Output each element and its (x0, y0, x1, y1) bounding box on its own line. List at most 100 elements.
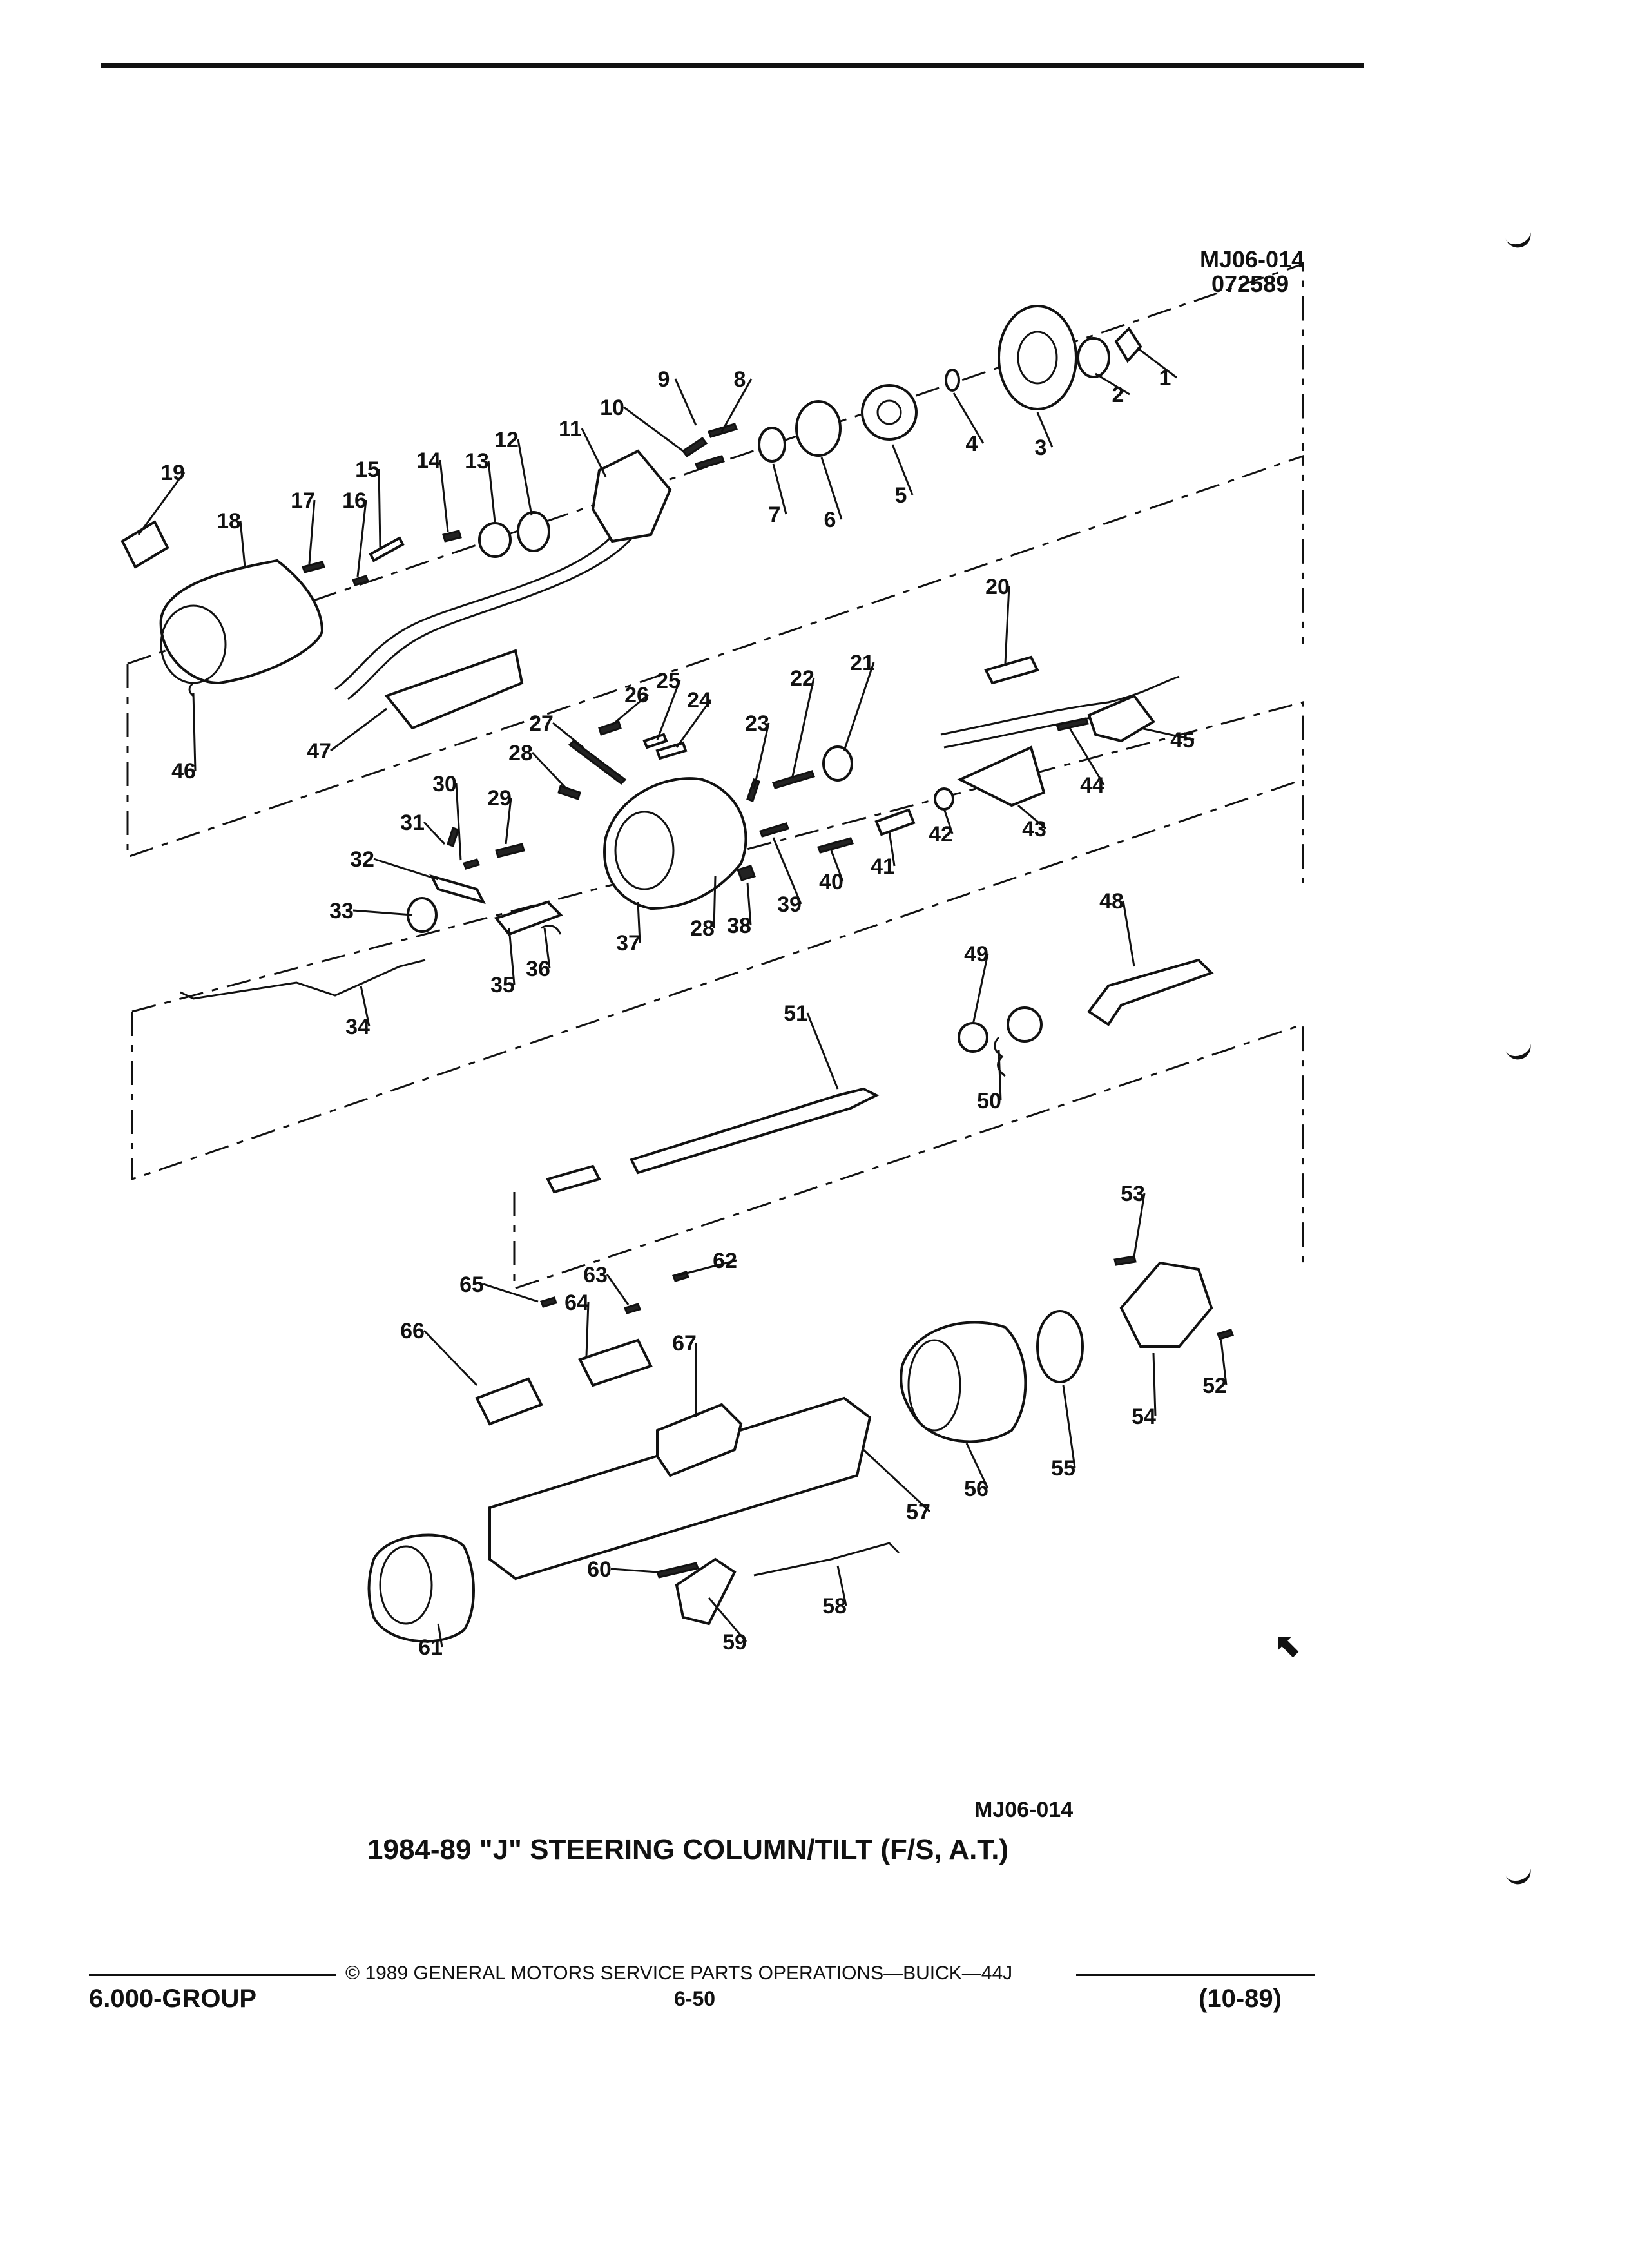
callout-label-13: 13 (465, 449, 489, 474)
callout-label-55: 55 (1051, 1456, 1075, 1481)
part-49-sphere (1007, 1006, 1043, 1043)
callout-leader-45 (1140, 727, 1195, 741)
part-58-rod (753, 1542, 900, 1577)
callout-label-8: 8 (734, 367, 746, 392)
part-43-shield (957, 745, 1046, 807)
part-57-jacket (488, 1396, 872, 1581)
callout-label-57: 57 (906, 1500, 930, 1524)
callout-leader-48 (1122, 900, 1135, 967)
part-37-housing (603, 777, 747, 910)
top-rule (101, 63, 1364, 68)
callout-leader-37 (637, 901, 641, 943)
callout-leader-53 (1133, 1193, 1146, 1257)
callout-label-14: 14 (416, 448, 441, 473)
callout-label-36: 36 (526, 957, 550, 981)
callout-label-38: 38 (727, 914, 751, 938)
figure-id-top: MJ06-014 (1200, 246, 1305, 273)
part-27-rod (568, 740, 627, 785)
callout-label-5: 5 (895, 483, 907, 508)
callout-leader-21 (843, 662, 875, 751)
callout-leader-9 (674, 378, 697, 426)
callout-leader-63 (606, 1274, 630, 1305)
callout-label-42: 42 (929, 822, 953, 847)
callout-label-31: 31 (400, 811, 425, 835)
part-9-screw (695, 455, 725, 470)
callout-leader-28 (531, 751, 568, 791)
part-22-pin (772, 770, 815, 789)
part-18-housing-cover (159, 559, 324, 685)
figure-caption: 1984-89 "J" STEERING COLUMN/TILT (F/S, A… (367, 1834, 1009, 1865)
callout-label-21: 21 (850, 651, 874, 675)
callout-leader-60 (610, 1568, 658, 1573)
callout-leader-17 (308, 499, 316, 564)
callout-leader-19 (137, 472, 186, 535)
part-48-shaft-yoke (1087, 958, 1214, 1026)
callout-label-3: 3 (1035, 436, 1047, 460)
callout-label-12: 12 (494, 428, 519, 452)
callout-label-20: 20 (985, 575, 1010, 599)
callout-label-30: 30 (432, 772, 457, 796)
callout-label-47: 47 (307, 739, 331, 764)
callout-label-44: 44 (1080, 773, 1104, 798)
callout-leader-41 (888, 831, 896, 867)
callout-leader-15 (378, 468, 381, 548)
figure-id-bottom: MJ06-014 (974, 1798, 1074, 1822)
callout-leader-25 (656, 680, 681, 740)
footer-group: 6.000-GROUP (89, 1984, 257, 2013)
callout-leader-35 (508, 927, 516, 985)
callout-leader-55 (1062, 1385, 1076, 1468)
callout-label-25: 25 (656, 669, 680, 693)
callout-leader-42 (943, 808, 954, 834)
part-60-pin (655, 1562, 700, 1579)
part-10-arm (681, 436, 708, 458)
callout-leader-6 (820, 457, 843, 520)
part-56-bowl (900, 1321, 1027, 1443)
callout-leader-3 (1036, 412, 1054, 448)
callout-label-22: 22 (790, 666, 815, 691)
part-67-support (656, 1403, 743, 1477)
continuation-mark: ⬉ (1275, 1629, 1301, 1663)
callout-label-23: 23 (745, 711, 769, 736)
part-4-ring (945, 369, 960, 392)
callout-leader-38 (746, 882, 752, 926)
part-59-lever (675, 1557, 737, 1626)
part-15-lever (369, 536, 405, 562)
callout-label-33: 33 (329, 899, 354, 923)
callout-label-54: 54 (1132, 1405, 1156, 1429)
part-23-spring (746, 778, 760, 802)
callout-leader-27 (552, 722, 584, 749)
footer-rule-left (89, 1974, 336, 1976)
part-11-switch (591, 449, 672, 543)
callout-label-62: 62 (713, 1249, 737, 1273)
callout-leader-59 (708, 1597, 747, 1642)
callout-label-48: 48 (1099, 889, 1124, 914)
callout-label-19: 19 (160, 461, 185, 485)
part-30-pin (463, 858, 480, 870)
callout-leader-22 (791, 677, 815, 777)
callout-leader-14 (439, 459, 449, 532)
callout-label-16: 16 (342, 488, 367, 513)
part-38-bolt (737, 865, 756, 881)
callout-label-64: 64 (564, 1291, 589, 1315)
callout-label-24: 24 (687, 688, 711, 713)
callout-label-1: 1 (1159, 366, 1171, 390)
callout-leader-51 (806, 1012, 839, 1090)
part-65-screw (540, 1296, 557, 1308)
footer-revision: (10-89) (1199, 1984, 1282, 2013)
callout-label-34: 34 (345, 1015, 370, 1039)
part-66-actuator (475, 1377, 543, 1426)
callout-leader-4 (952, 392, 985, 444)
part-25-spring (642, 733, 668, 749)
part-5-cancelling-cam (861, 384, 918, 441)
callout-leader-1 (1137, 347, 1177, 379)
part-34-rod (180, 959, 426, 1000)
callout-leader-64 (585, 1302, 590, 1357)
callout-label-63: 63 (583, 1263, 608, 1287)
callout-label-65: 65 (459, 1273, 484, 1297)
callout-label-28: 28 (690, 916, 715, 941)
callout-label-66: 66 (400, 1319, 425, 1343)
part-51-shaft (630, 1087, 880, 1175)
callout-leader-7 (772, 463, 787, 515)
callout-label-35: 35 (490, 973, 515, 997)
